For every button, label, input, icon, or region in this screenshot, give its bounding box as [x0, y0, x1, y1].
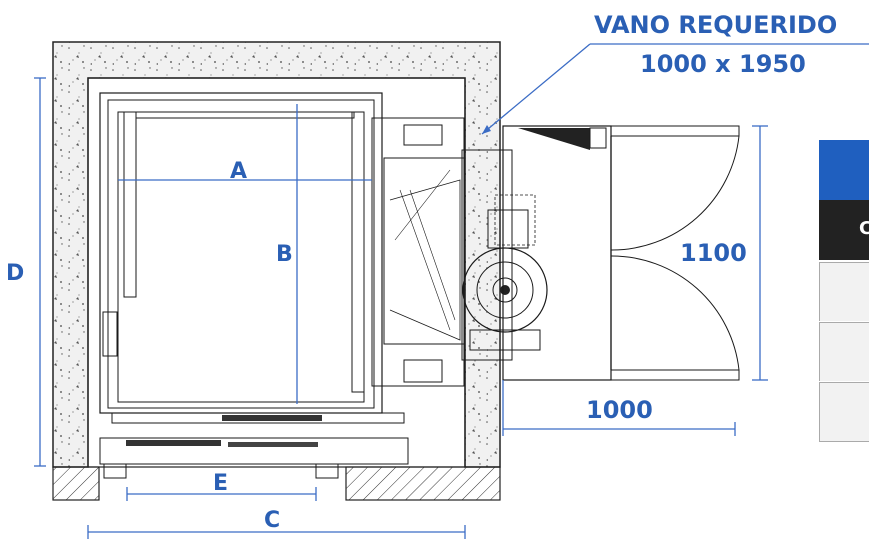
- table-column-row: C: [819, 200, 869, 260]
- table-row: [819, 382, 869, 442]
- table-row: [819, 322, 869, 381]
- dim-label-e: E: [213, 471, 228, 496]
- dim-label-d: D: [6, 261, 24, 286]
- dim-label-c: C: [264, 508, 280, 533]
- dimension-lines: [34, 43, 869, 539]
- title-vano-requerido: VANO REQUERIDO: [594, 11, 837, 39]
- drive-machine: [371, 117, 548, 387]
- landing-door: [502, 125, 740, 381]
- dim-label-door-width: 1000: [586, 396, 653, 424]
- cabin: [99, 92, 409, 479]
- dim-label-b: B: [276, 242, 293, 267]
- table-column-label: C: [859, 218, 869, 239]
- floor-slab: [52, 466, 501, 501]
- subtitle-dimensions: 1000 x 1950: [640, 50, 806, 78]
- table-header-row: [819, 140, 869, 200]
- table-row: [819, 262, 869, 321]
- dim-label-door-height: 1100: [680, 239, 747, 267]
- dim-label-a: A: [230, 159, 247, 184]
